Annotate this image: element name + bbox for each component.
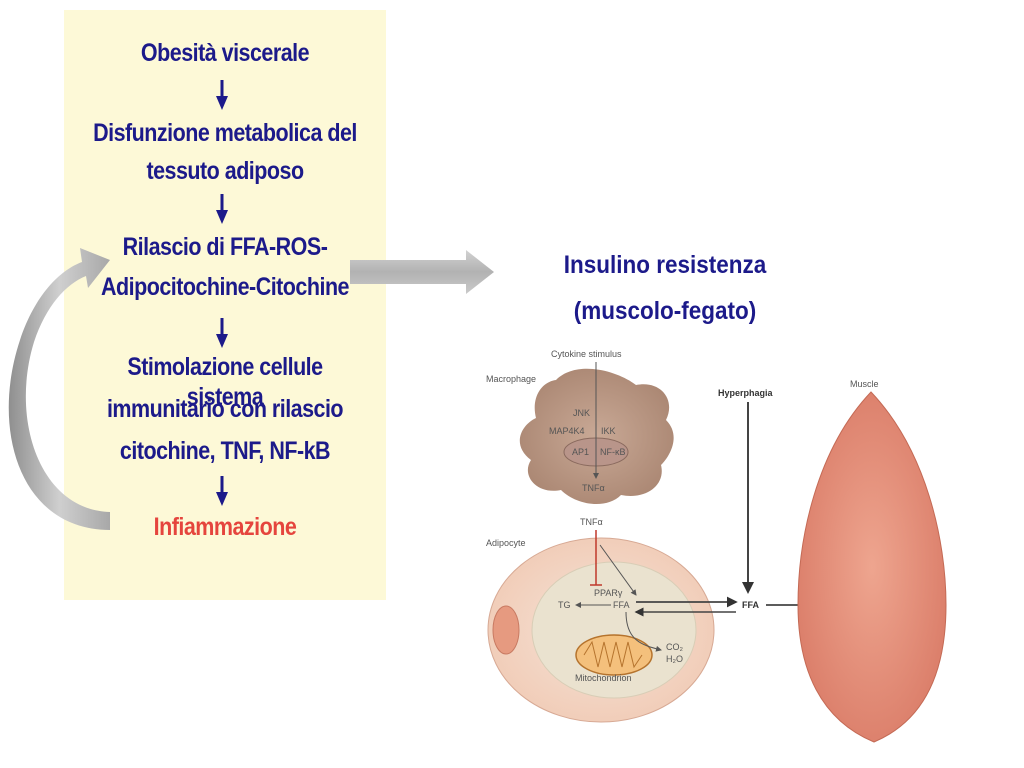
step-immune-line2: immunitario con rilascio [106,395,344,423]
flow-panel [64,10,386,600]
down-arrow-4 [216,476,228,506]
step-dysfunction-line2: tessuto adiposo [146,157,304,185]
insulin-resistance-figure: Cytokine stimulus Macrophage JNK MAP4K4 … [486,349,947,743]
down-arrow-2 [216,194,228,224]
muscle-label: Muscle [850,379,879,389]
ikk-label: IKK [601,426,616,436]
map4k4-label: MAP4K4 [549,426,585,436]
step-inflammation: Infiammazione [153,513,297,541]
step-immune-line3: citochine, TNF, NF-kB [119,437,331,465]
result-title-line2: (muscolo-fegato) [573,297,757,325]
adipocyte-label: Adipocyte [486,538,526,548]
horizontal-arrow [350,250,494,294]
tnfa-top-label: TNFα [580,517,603,527]
nfkb-label: NF-κB [600,447,626,457]
down-arrow-3 [216,318,228,348]
cytokine-stimulus-label: Cytokine stimulus [551,349,622,359]
step-immune-line1: Stimolazione cellule sistema [127,353,323,411]
step-release-line2: Adipocitochine-Citochine [100,273,350,301]
feedback-curved-arrow [8,248,110,530]
macrophage-label: Macrophage [486,374,536,384]
tnfa-macrophage-label: TNFα [582,483,605,493]
tg-label: TG [558,600,571,610]
macrophage-cell [519,368,674,505]
ffa-center-label: FFA [742,600,759,610]
hyperphagia-label: Hyperphagia [718,388,774,398]
ap1-label: AP1 [572,447,589,457]
down-arrow-1 [216,80,228,110]
mitochondrion-adipocyte-label: Mitochondrion [575,673,632,683]
step-dysfunction-line1: Disfunzione metabolica del [93,119,357,147]
step-obesity: Obesità viscerale [140,39,310,67]
co2-adipocyte-label: CO₂ [666,642,684,652]
ppar-label: PPARγ [594,588,623,598]
step-release-line1: Rilascio di FFA-ROS- [122,233,328,261]
ffa-adipocyte-label: FFA [613,600,630,610]
jnk-label: JNK [573,408,590,418]
muscle-cell [797,391,947,743]
h2o-adipocyte-label: H₂O [666,654,683,664]
result-title-line1: Insulino resistenza [563,251,767,279]
